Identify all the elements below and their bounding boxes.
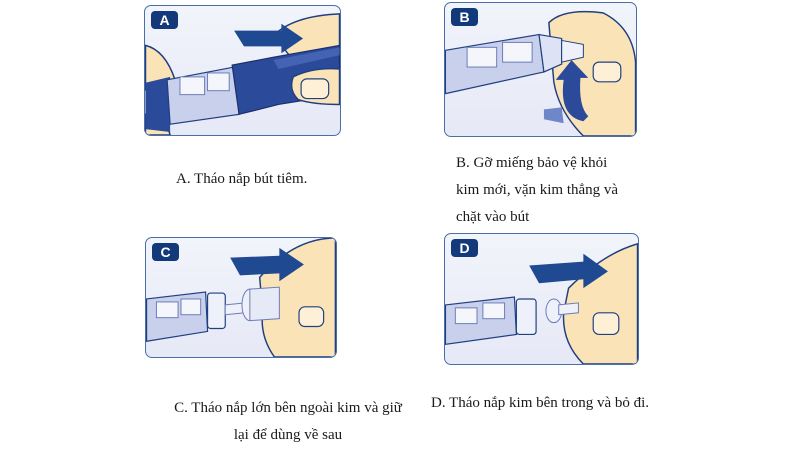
- step-b-illustration: B: [444, 2, 637, 137]
- step-c-illustration: C: [145, 237, 337, 358]
- step-a-caption: A. Tháo nắp bút tiêm.: [176, 171, 308, 187]
- step-badge: C: [152, 243, 179, 261]
- step-d-caption: D. Tháo nắp kim bên trong và bỏ đi.: [431, 395, 650, 411]
- step-badge: B: [451, 8, 478, 26]
- step-b-caption: B. Gỡ miếng bảo vệ khỏi kim mới, vặn kim…: [456, 155, 619, 225]
- needle-attach-drawing: [445, 10, 636, 136]
- step-c-caption: C. Tháo nắp lớn bên ngoài kim và giữ lại…: [174, 400, 402, 443]
- step-badge: D: [451, 239, 478, 257]
- inner-cap-removal-drawing: [445, 242, 638, 364]
- step-d-illustration: D: [444, 233, 639, 365]
- step-badge: A: [151, 11, 178, 29]
- step-a-illustration: A: [144, 5, 341, 136]
- pen-cap-removal-drawing: [145, 13, 340, 135]
- outer-cap-removal-drawing: [146, 238, 336, 357]
